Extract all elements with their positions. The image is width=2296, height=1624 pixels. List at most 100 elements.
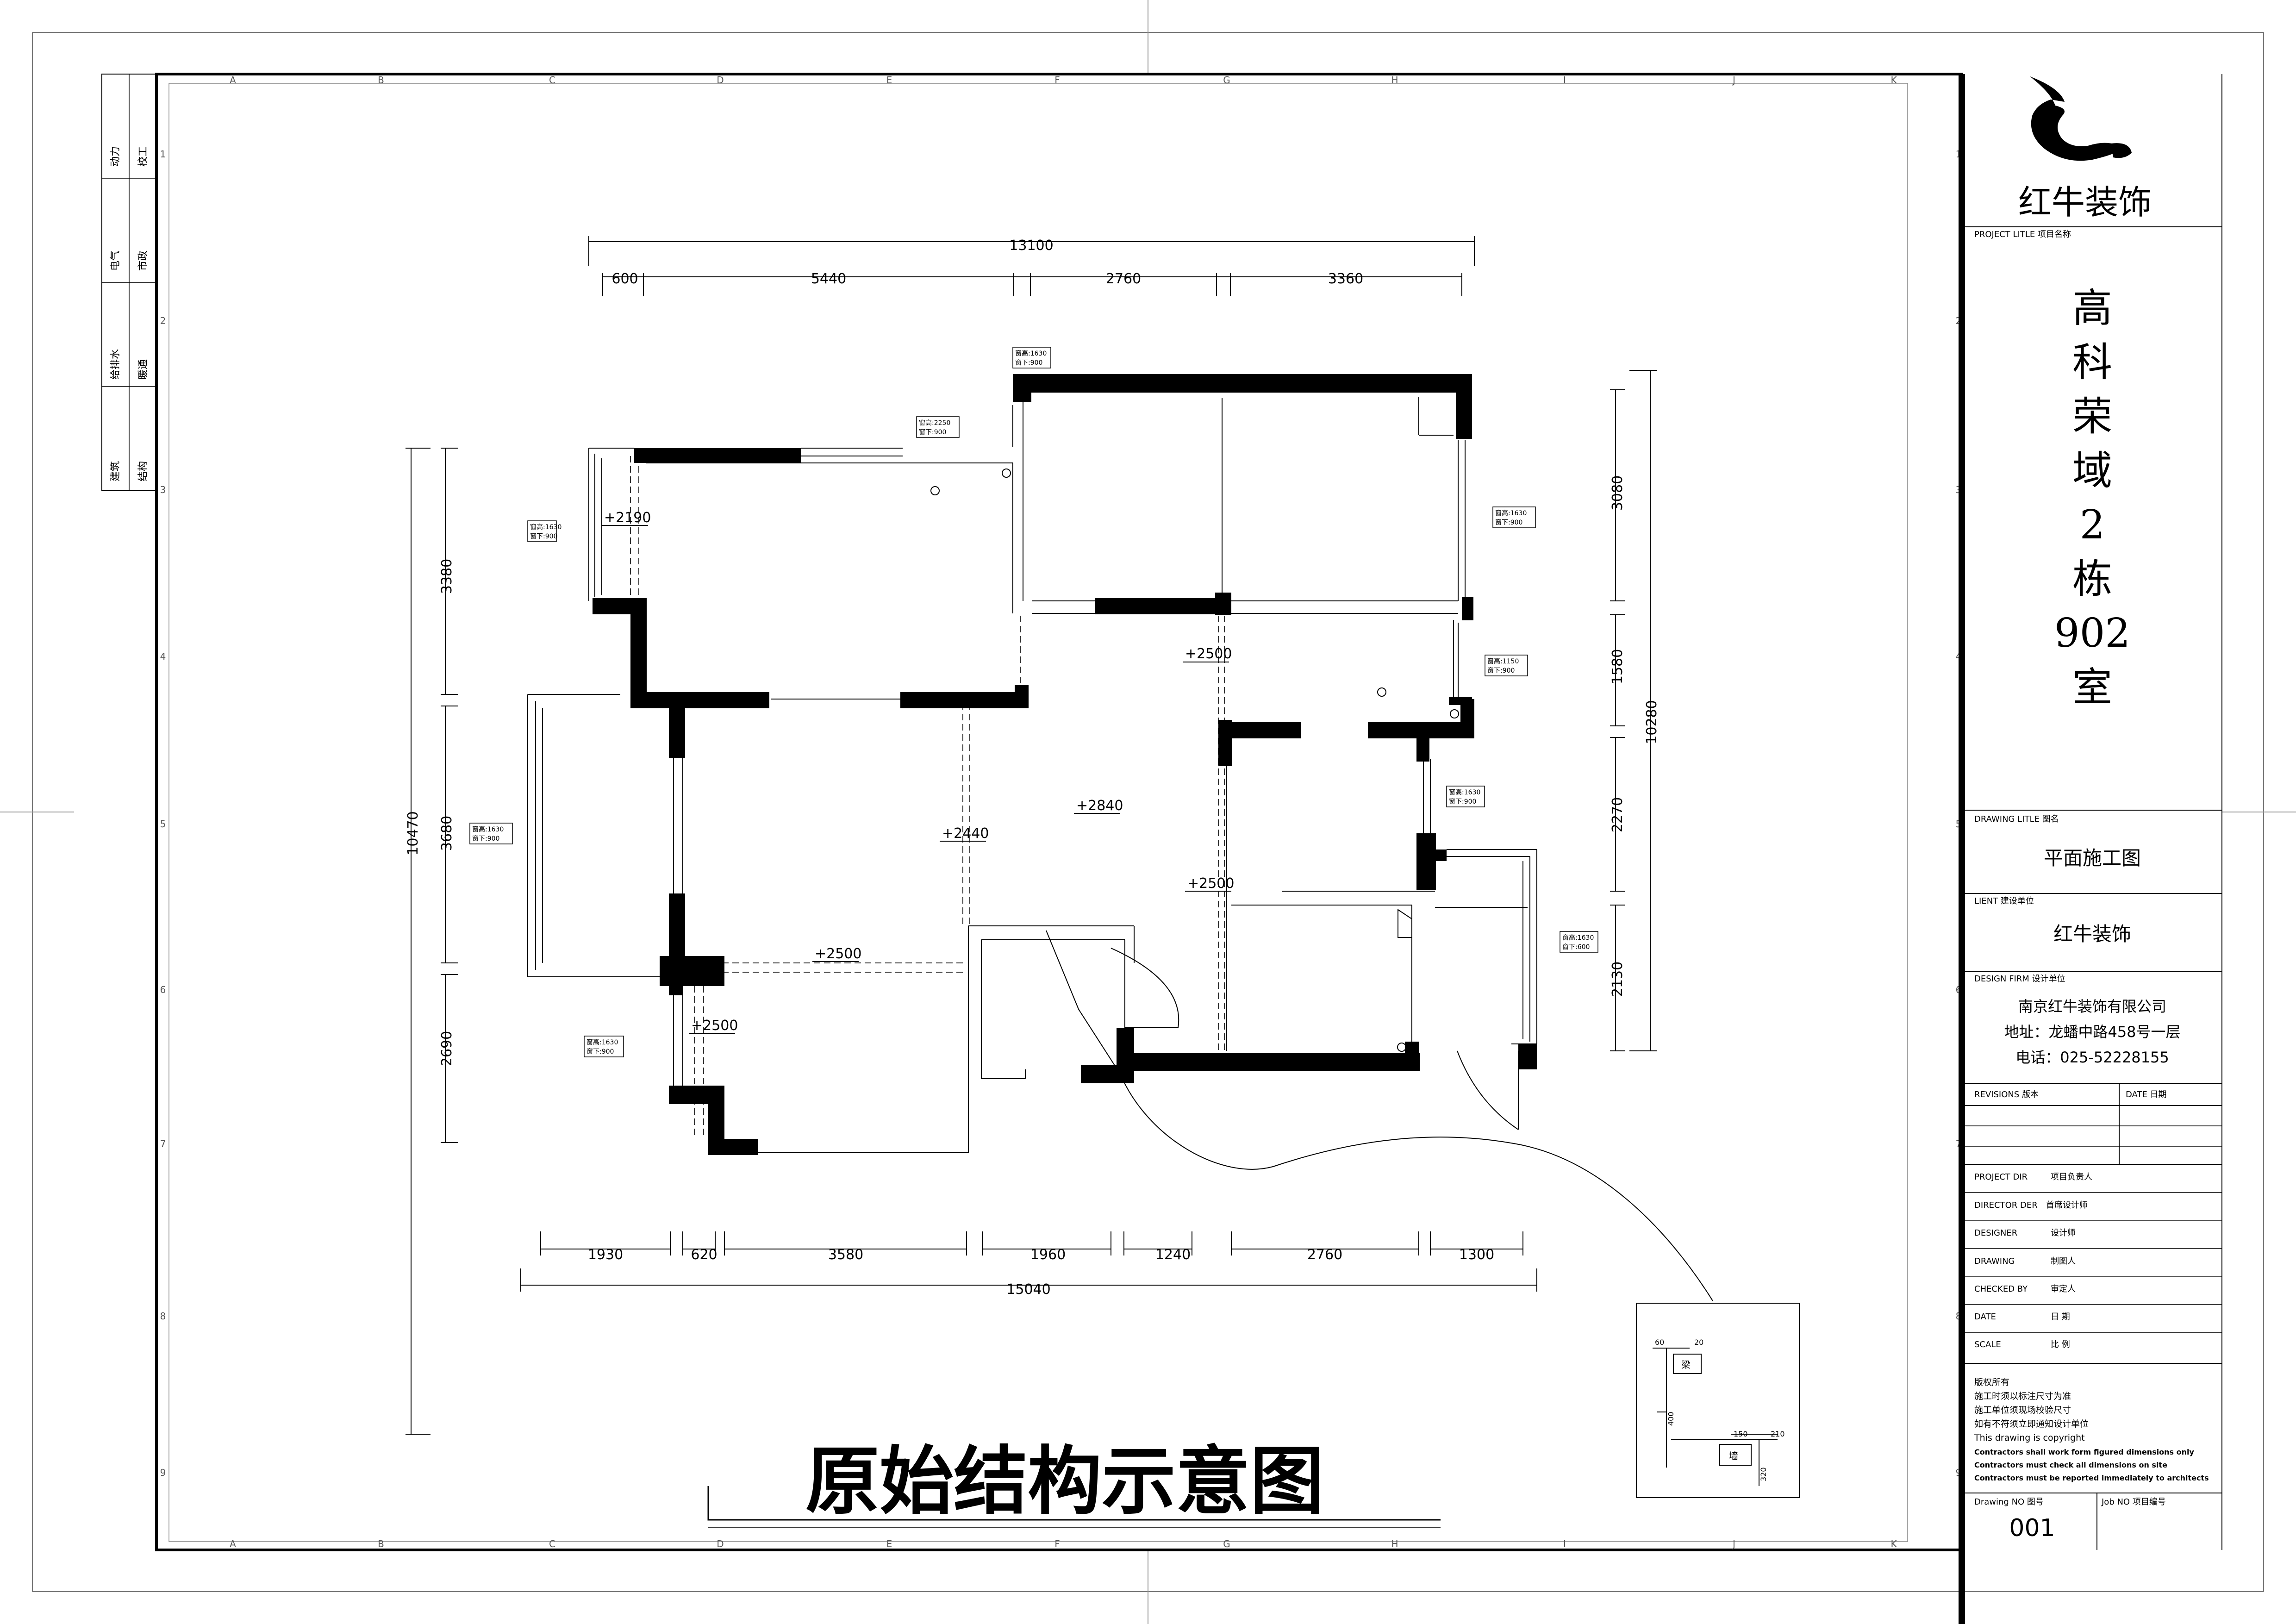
dim-top: 600 bbox=[611, 271, 638, 287]
drawing-no: 001 bbox=[2009, 1514, 2055, 1542]
window-tag-height: 窗高:1630 bbox=[1015, 350, 1047, 357]
dim-bottom: 2760 bbox=[1307, 1247, 1342, 1263]
row-cn: 项目负责人 bbox=[2051, 1172, 2092, 1182]
dim-top: 3360 bbox=[1328, 271, 1363, 287]
client-name: 红牛装饰 bbox=[2053, 923, 2131, 945]
note-line: Contractors must be reported immediately… bbox=[1974, 1474, 2209, 1482]
dim-top-total: 13100 bbox=[1009, 237, 1053, 254]
dim-bottom: 1240 bbox=[1155, 1247, 1191, 1263]
strip-label: 结构 bbox=[137, 461, 149, 481]
row-number: 5 bbox=[160, 818, 166, 830]
window-tag-sill: 窗下:900 bbox=[1015, 359, 1042, 367]
dim-top: 5440 bbox=[811, 271, 846, 287]
row-en: PROJECT DIR bbox=[1974, 1172, 2028, 1182]
copyright-notes: 版权所有 施工时须以标注尺寸为准 施工单位须现场校验尺寸 如有不符须立即通知设计… bbox=[1974, 1377, 2209, 1482]
dim-top: 2760 bbox=[1106, 271, 1141, 287]
detail-dim: 20 bbox=[1694, 1338, 1703, 1347]
row-number: 1 bbox=[160, 149, 166, 160]
project-name-char: 栋 bbox=[2072, 556, 2112, 602]
window-tag-height: 窗高:1630 bbox=[586, 1038, 618, 1046]
project-name-char: 2 bbox=[2080, 502, 2105, 548]
drawing-no-label: Drawing NO 图号 bbox=[1974, 1497, 2044, 1507]
note-line: 施工单位须现场校验尺寸 bbox=[1974, 1405, 2071, 1415]
window-tag-sill: 窗下:900 bbox=[1487, 667, 1515, 675]
logo-text: 红牛装饰 bbox=[2018, 183, 2152, 222]
dim-bottom: 1960 bbox=[1030, 1247, 1066, 1263]
col-letter: F bbox=[1054, 1538, 1060, 1549]
firm-phone: 电话：025-52228155 bbox=[2015, 1049, 2169, 1066]
col-letter: E bbox=[886, 75, 892, 86]
note-line: This drawing is copyright bbox=[1974, 1433, 2085, 1443]
window-tag-height: 窗高:1630 bbox=[1449, 788, 1480, 796]
left-discipline-strip bbox=[101, 74, 157, 491]
row-en: DESIGNER bbox=[1974, 1228, 2017, 1238]
row-number: 4 bbox=[160, 651, 166, 662]
dim-right: 1580 bbox=[1610, 649, 1626, 684]
window-tag-height: 窗高:1630 bbox=[1562, 934, 1594, 942]
row-en: DIRECTOR DER bbox=[1974, 1200, 2038, 1210]
row-en: DATE bbox=[1974, 1312, 1996, 1322]
col-letter: F bbox=[1054, 75, 1060, 86]
strip-label: 市政 bbox=[137, 250, 149, 271]
window-tag-sill: 窗下:900 bbox=[472, 835, 499, 843]
company-logo-icon: 红牛装饰 bbox=[2018, 76, 2152, 222]
bottom-col-letters: A B C D E F G H I J K bbox=[230, 1538, 1897, 1549]
col-letter: B bbox=[378, 1538, 384, 1549]
window-tag-height: 窗高:1630 bbox=[1495, 509, 1527, 517]
dim-bottom: 620 bbox=[691, 1247, 717, 1263]
dim-right: 3080 bbox=[1610, 475, 1626, 511]
row-cn: 首席设计师 bbox=[2046, 1200, 2088, 1210]
strip-label: 电气 bbox=[110, 250, 121, 271]
detail-dim: 60 bbox=[1655, 1338, 1664, 1347]
strip-label: 校工 bbox=[137, 146, 149, 167]
elevation-label: +2500 bbox=[1187, 875, 1234, 892]
col-letter: G bbox=[1223, 1538, 1230, 1549]
dim-bottom: 3580 bbox=[828, 1247, 863, 1263]
strip-label: 给排水 bbox=[110, 349, 121, 380]
row-cn: 日 期 bbox=[2051, 1312, 2070, 1322]
note-line: 施工时须以标注尺寸为准 bbox=[1974, 1391, 2071, 1401]
dimension-texts: 13100 600 5440 2760 3360 1930 620 3580 1… bbox=[405, 237, 1660, 1298]
row-en: CHECKED BY bbox=[1974, 1284, 2028, 1294]
drawing-title-block: 原始结构示意图 bbox=[707, 1438, 1441, 1528]
strip-label: 动力 bbox=[110, 146, 121, 167]
title-block-texts: PROJECT LITLE 项目名称 高 科 荣 域 2 栋 902 室 DRA… bbox=[1974, 230, 2209, 1542]
window-tag-sill: 窗下:900 bbox=[586, 1048, 614, 1056]
col-letter: H bbox=[1391, 75, 1398, 86]
col-letter: B bbox=[378, 75, 384, 86]
row-cn: 设计师 bbox=[2051, 1228, 2076, 1238]
left-row-numbers: 1 2 3 4 5 6 7 8 9 bbox=[160, 149, 166, 1478]
structural-walls bbox=[593, 374, 1537, 1155]
beam-lines bbox=[630, 456, 1225, 1139]
date-label: DATE 日期 bbox=[2126, 1090, 2167, 1099]
job-no-label: Job NO 项目编号 bbox=[2101, 1497, 2166, 1507]
dim-right: 2270 bbox=[1610, 797, 1626, 832]
project-name-char: 高 bbox=[2072, 285, 2112, 331]
design-firm-label: DESIGN FIRM 设计单位 bbox=[1974, 974, 2065, 984]
window-tag-height: 窗高:2250 bbox=[919, 419, 950, 427]
elevation-label: +2500 bbox=[691, 1018, 738, 1034]
drawing-title-label: DRAWING LITLE 图名 bbox=[1974, 814, 2059, 824]
col-letter: A bbox=[230, 75, 236, 86]
dim-left: 3680 bbox=[439, 816, 455, 851]
elevation-markers: +2190 +2500 +2840 +2440 +2500 +2500 +250… bbox=[602, 510, 1234, 1034]
col-letter: I bbox=[1563, 75, 1566, 86]
window-tag-sill: 窗下:900 bbox=[530, 532, 557, 540]
project-name-char: 902 bbox=[2054, 610, 2130, 656]
dim-right: 2130 bbox=[1610, 962, 1626, 997]
col-letter: H bbox=[1391, 1538, 1398, 1549]
row-number: 3 bbox=[160, 484, 166, 495]
col-letter: J bbox=[1732, 1538, 1735, 1549]
col-letter: K bbox=[1890, 1538, 1897, 1549]
note-line: 如有不符须立即通知设计单位 bbox=[1974, 1419, 2089, 1429]
col-letter: I bbox=[1563, 1538, 1566, 1549]
project-title-label: PROJECT LITLE 项目名称 bbox=[1974, 230, 2071, 239]
col-letter: C bbox=[549, 75, 555, 86]
detail-inset-texts: 60 20 梁 400 150 210 墙 320 bbox=[1655, 1338, 1785, 1481]
col-letter: A bbox=[230, 1538, 236, 1549]
row-en: SCALE bbox=[1974, 1340, 2001, 1349]
elevation-label: +2840 bbox=[1076, 798, 1123, 814]
window-tag-height: 窗高:1630 bbox=[472, 825, 504, 833]
